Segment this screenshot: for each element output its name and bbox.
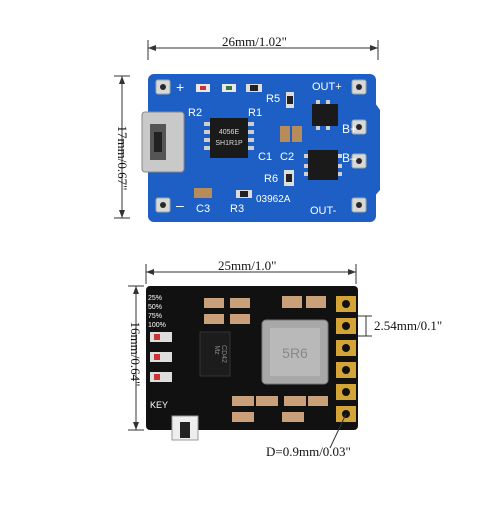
silk-b-plus: B+ <box>342 122 357 136</box>
chip-line1: 4056E <box>219 129 240 136</box>
silk-c1: C1 <box>258 151 272 163</box>
level-100: 100% <box>148 322 166 329</box>
level-75: 75% <box>148 313 162 320</box>
bottom-chip <box>199 331 231 377</box>
svg-text:Mz: Mz <box>213 345 220 355</box>
silk-key: KEY <box>150 400 168 410</box>
silk-c2: C2 <box>280 151 294 163</box>
svg-text:CD42: CD42 <box>220 345 227 363</box>
silk-r1: R1 <box>248 107 262 119</box>
pitch-label: 2.54mm/0.1" <box>374 318 443 333</box>
hole-leader <box>329 413 347 449</box>
bottom-board-figure: 5R6 Mz CD42 25% 50% 75% 100% KEY <box>0 250 500 500</box>
level-25: 25% <box>148 295 162 302</box>
level-50: 50% <box>148 304 162 311</box>
top-height-label: 17mm/0.67" <box>115 125 130 191</box>
silk-out-minus: OUT- <box>310 205 337 217</box>
silk-r5: R5 <box>266 93 280 105</box>
cap-c2 <box>292 126 302 142</box>
bottom-width-label: 25mm/1.0" <box>218 258 277 273</box>
top-board-figure: 4056E SH1R1P + – OUT+ OUT- <box>0 0 500 240</box>
silk-c3: C3 <box>196 203 210 215</box>
silk-plus: + <box>176 79 184 95</box>
mosfet-chip <box>312 104 338 126</box>
bottom-board-drawing: 5R6 Mz CD42 25% 50% 75% 100% KEY <box>128 264 372 449</box>
top-board-drawing: 4056E SH1R1P + – OUT+ OUT- <box>114 40 380 222</box>
silk-out-plus: OUT+ <box>312 81 342 93</box>
protection-chip <box>308 150 338 180</box>
charger-chip <box>210 118 248 158</box>
silk-minus: – <box>176 197 184 213</box>
silk-r6: R6 <box>264 173 278 185</box>
silk-code: 03962A <box>256 194 291 205</box>
silk-r2: R2 <box>188 107 202 119</box>
hole-diameter-label: D=0.9mm/0.03" <box>266 444 351 459</box>
chip-line2: SH1R1P <box>215 140 243 147</box>
silk-r3: R3 <box>230 203 244 215</box>
cap-c3 <box>194 188 212 198</box>
top-width-label: 26mm/1.02" <box>222 34 287 49</box>
cap-c1 <box>280 126 290 142</box>
silk-b-minus: B– <box>342 151 357 165</box>
bottom-height-label: 16mm/0.64" <box>128 321 143 387</box>
inductor-label: 5R6 <box>282 345 308 361</box>
